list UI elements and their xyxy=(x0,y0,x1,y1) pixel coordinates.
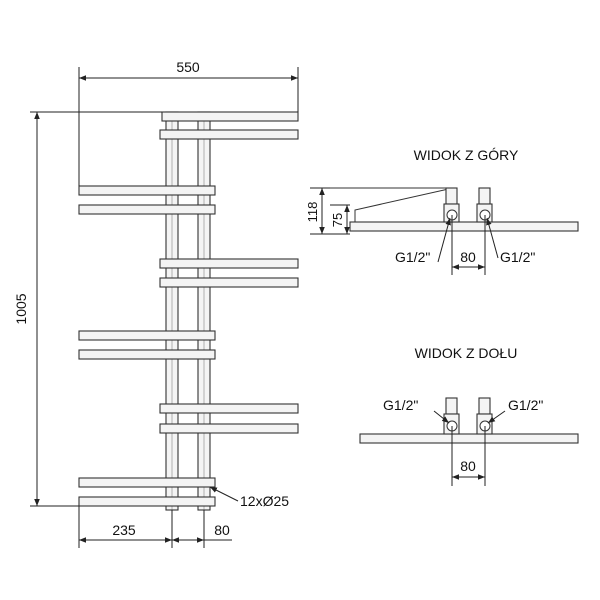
bar xyxy=(78,330,216,341)
bottom-view-title: WIDOK Z DOŁU xyxy=(415,345,518,361)
bar xyxy=(78,204,216,215)
bar xyxy=(159,423,299,434)
bar xyxy=(78,185,216,196)
top-plate xyxy=(349,221,579,232)
tube-callout: 12xØ25 xyxy=(209,486,289,509)
dim-height: 1005 xyxy=(13,111,162,507)
top-dim-118: 118 xyxy=(305,202,320,223)
top-dim-75: 75 xyxy=(330,213,345,227)
top-bar-outline xyxy=(354,187,458,222)
dim-width: 550 xyxy=(78,59,299,186)
dim-left-label: 235 xyxy=(112,522,136,538)
bar xyxy=(78,496,216,507)
top-view-title: WIDOK Z GÓRY xyxy=(414,147,519,163)
bar xyxy=(159,129,299,140)
top-dim-80: 80 xyxy=(460,249,476,265)
bottom-view: WIDOK Z DOŁU 80 G1/2" G1/2" xyxy=(359,345,579,486)
bottom-plate xyxy=(359,433,579,444)
tube-label: 12xØ25 xyxy=(240,493,289,509)
bar xyxy=(78,477,216,488)
bottom-conn-right: G1/2" xyxy=(508,397,543,413)
dim-height-label: 1005 xyxy=(13,293,29,324)
bar xyxy=(161,111,299,122)
vertical-tubes xyxy=(165,111,211,511)
top-conn-left: G1/2" xyxy=(395,249,430,265)
horizontal-bars xyxy=(78,111,299,507)
bar xyxy=(159,258,299,269)
dim-bottom: 235 80 xyxy=(78,506,232,548)
bar xyxy=(159,403,299,414)
top-connector-right xyxy=(476,187,493,223)
bottom-conn-left: G1/2" xyxy=(383,397,418,413)
bottom-dim-80: 80 xyxy=(460,458,476,474)
top-view: WIDOK Z GÓRY 118 75 80 xyxy=(305,147,579,275)
top-conn-right: G1/2" xyxy=(500,249,535,265)
dim-width-label: 550 xyxy=(176,59,200,75)
bar xyxy=(78,349,216,360)
bar xyxy=(159,277,299,288)
front-view: 550 1005 235 80 12xØ25 xyxy=(13,59,299,548)
dim-right-label: 80 xyxy=(214,522,230,538)
